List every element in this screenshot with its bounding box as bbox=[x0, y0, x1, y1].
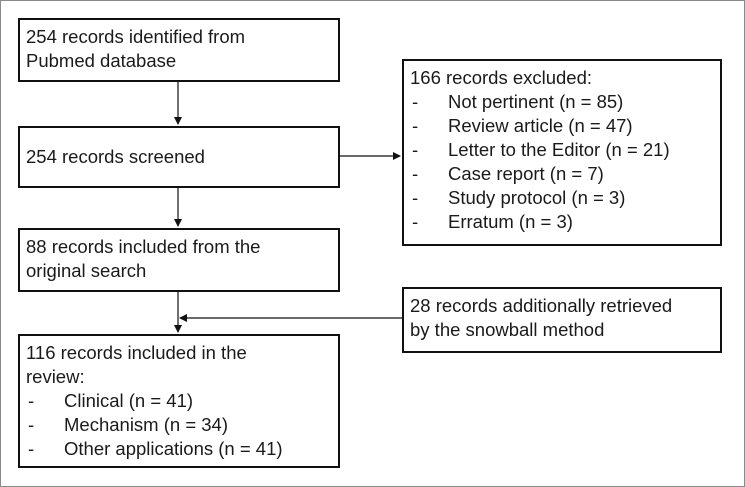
exclusion-not-pertinent: Not pertinent (n = 85) bbox=[448, 91, 624, 112]
bullet-dash: - bbox=[412, 115, 419, 136]
review-category-other: Other applications (n = 41) bbox=[64, 438, 283, 459]
records-screened-box: 254 records screened bbox=[18, 126, 340, 188]
exclusion-reason-list: - Not pertinent (n = 85) - Review articl… bbox=[410, 90, 714, 234]
records-identified-box: 254 records identified from Pubmed datab… bbox=[18, 18, 340, 82]
records-included-review-line-1: 116 records included in the bbox=[26, 342, 247, 363]
bullet-dash: - bbox=[412, 187, 419, 208]
list-item: - Study protocol (n = 3) bbox=[410, 186, 714, 210]
records-identified-line-1: 254 records identified from bbox=[26, 26, 246, 47]
list-item: - Review article (n = 47) bbox=[410, 114, 714, 138]
exclusion-erratum: Erratum (n = 3) bbox=[448, 211, 573, 232]
bullet-dash: - bbox=[412, 163, 419, 184]
review-category-clinical: Clinical (n = 41) bbox=[64, 390, 194, 411]
list-item: - Other applications (n = 41) bbox=[26, 437, 332, 461]
exclusion-case-report: Case report (n = 7) bbox=[448, 163, 604, 184]
bullet-dash: - bbox=[412, 91, 419, 112]
records-snowball-line-2: by the snowball method bbox=[410, 319, 605, 340]
review-category-mechanism: Mechanism (n = 34) bbox=[64, 414, 228, 435]
records-included-review-box: 116 records included in the review: - Cl… bbox=[18, 334, 340, 468]
bullet-dash: - bbox=[28, 390, 35, 411]
records-snowball-box: 28 records additionally retrieved by the… bbox=[402, 287, 722, 353]
list-item: - Case report (n = 7) bbox=[410, 162, 714, 186]
records-identified-line-2: Pubmed database bbox=[26, 50, 177, 71]
list-item: - Mechanism (n = 34) bbox=[26, 413, 332, 437]
list-item: - Clinical (n = 41) bbox=[26, 389, 332, 413]
bullet-dash: - bbox=[28, 414, 35, 435]
records-included-search-line-1: 88 records included from the bbox=[26, 236, 261, 257]
exclusion-letter-to-editor: Letter to the Editor (n = 21) bbox=[448, 139, 670, 160]
list-item: - Erratum (n = 3) bbox=[410, 210, 714, 234]
bullet-dash: - bbox=[412, 139, 419, 160]
records-screened-line: 254 records screened bbox=[26, 146, 205, 167]
review-category-list: - Clinical (n = 41) - Mechanism (n = 34)… bbox=[26, 389, 332, 461]
bullet-dash: - bbox=[28, 438, 35, 459]
exclusion-study-protocol: Study protocol (n = 3) bbox=[448, 187, 626, 208]
list-item: - Not pertinent (n = 85) bbox=[410, 90, 714, 114]
records-included-search-box: 88 records included from the original se… bbox=[18, 228, 340, 292]
exclusion-review-article: Review article (n = 47) bbox=[448, 115, 633, 136]
records-excluded-box: 166 records excluded: - Not pertinent (n… bbox=[402, 59, 722, 246]
records-snowball-line-1: 28 records additionally retrieved bbox=[410, 295, 673, 316]
records-excluded-heading: 166 records excluded: bbox=[410, 67, 593, 88]
bullet-dash: - bbox=[412, 211, 419, 232]
list-item: - Letter to the Editor (n = 21) bbox=[410, 138, 714, 162]
records-included-review-line-2: review: bbox=[26, 366, 85, 387]
records-included-search-line-2: original search bbox=[26, 260, 147, 281]
